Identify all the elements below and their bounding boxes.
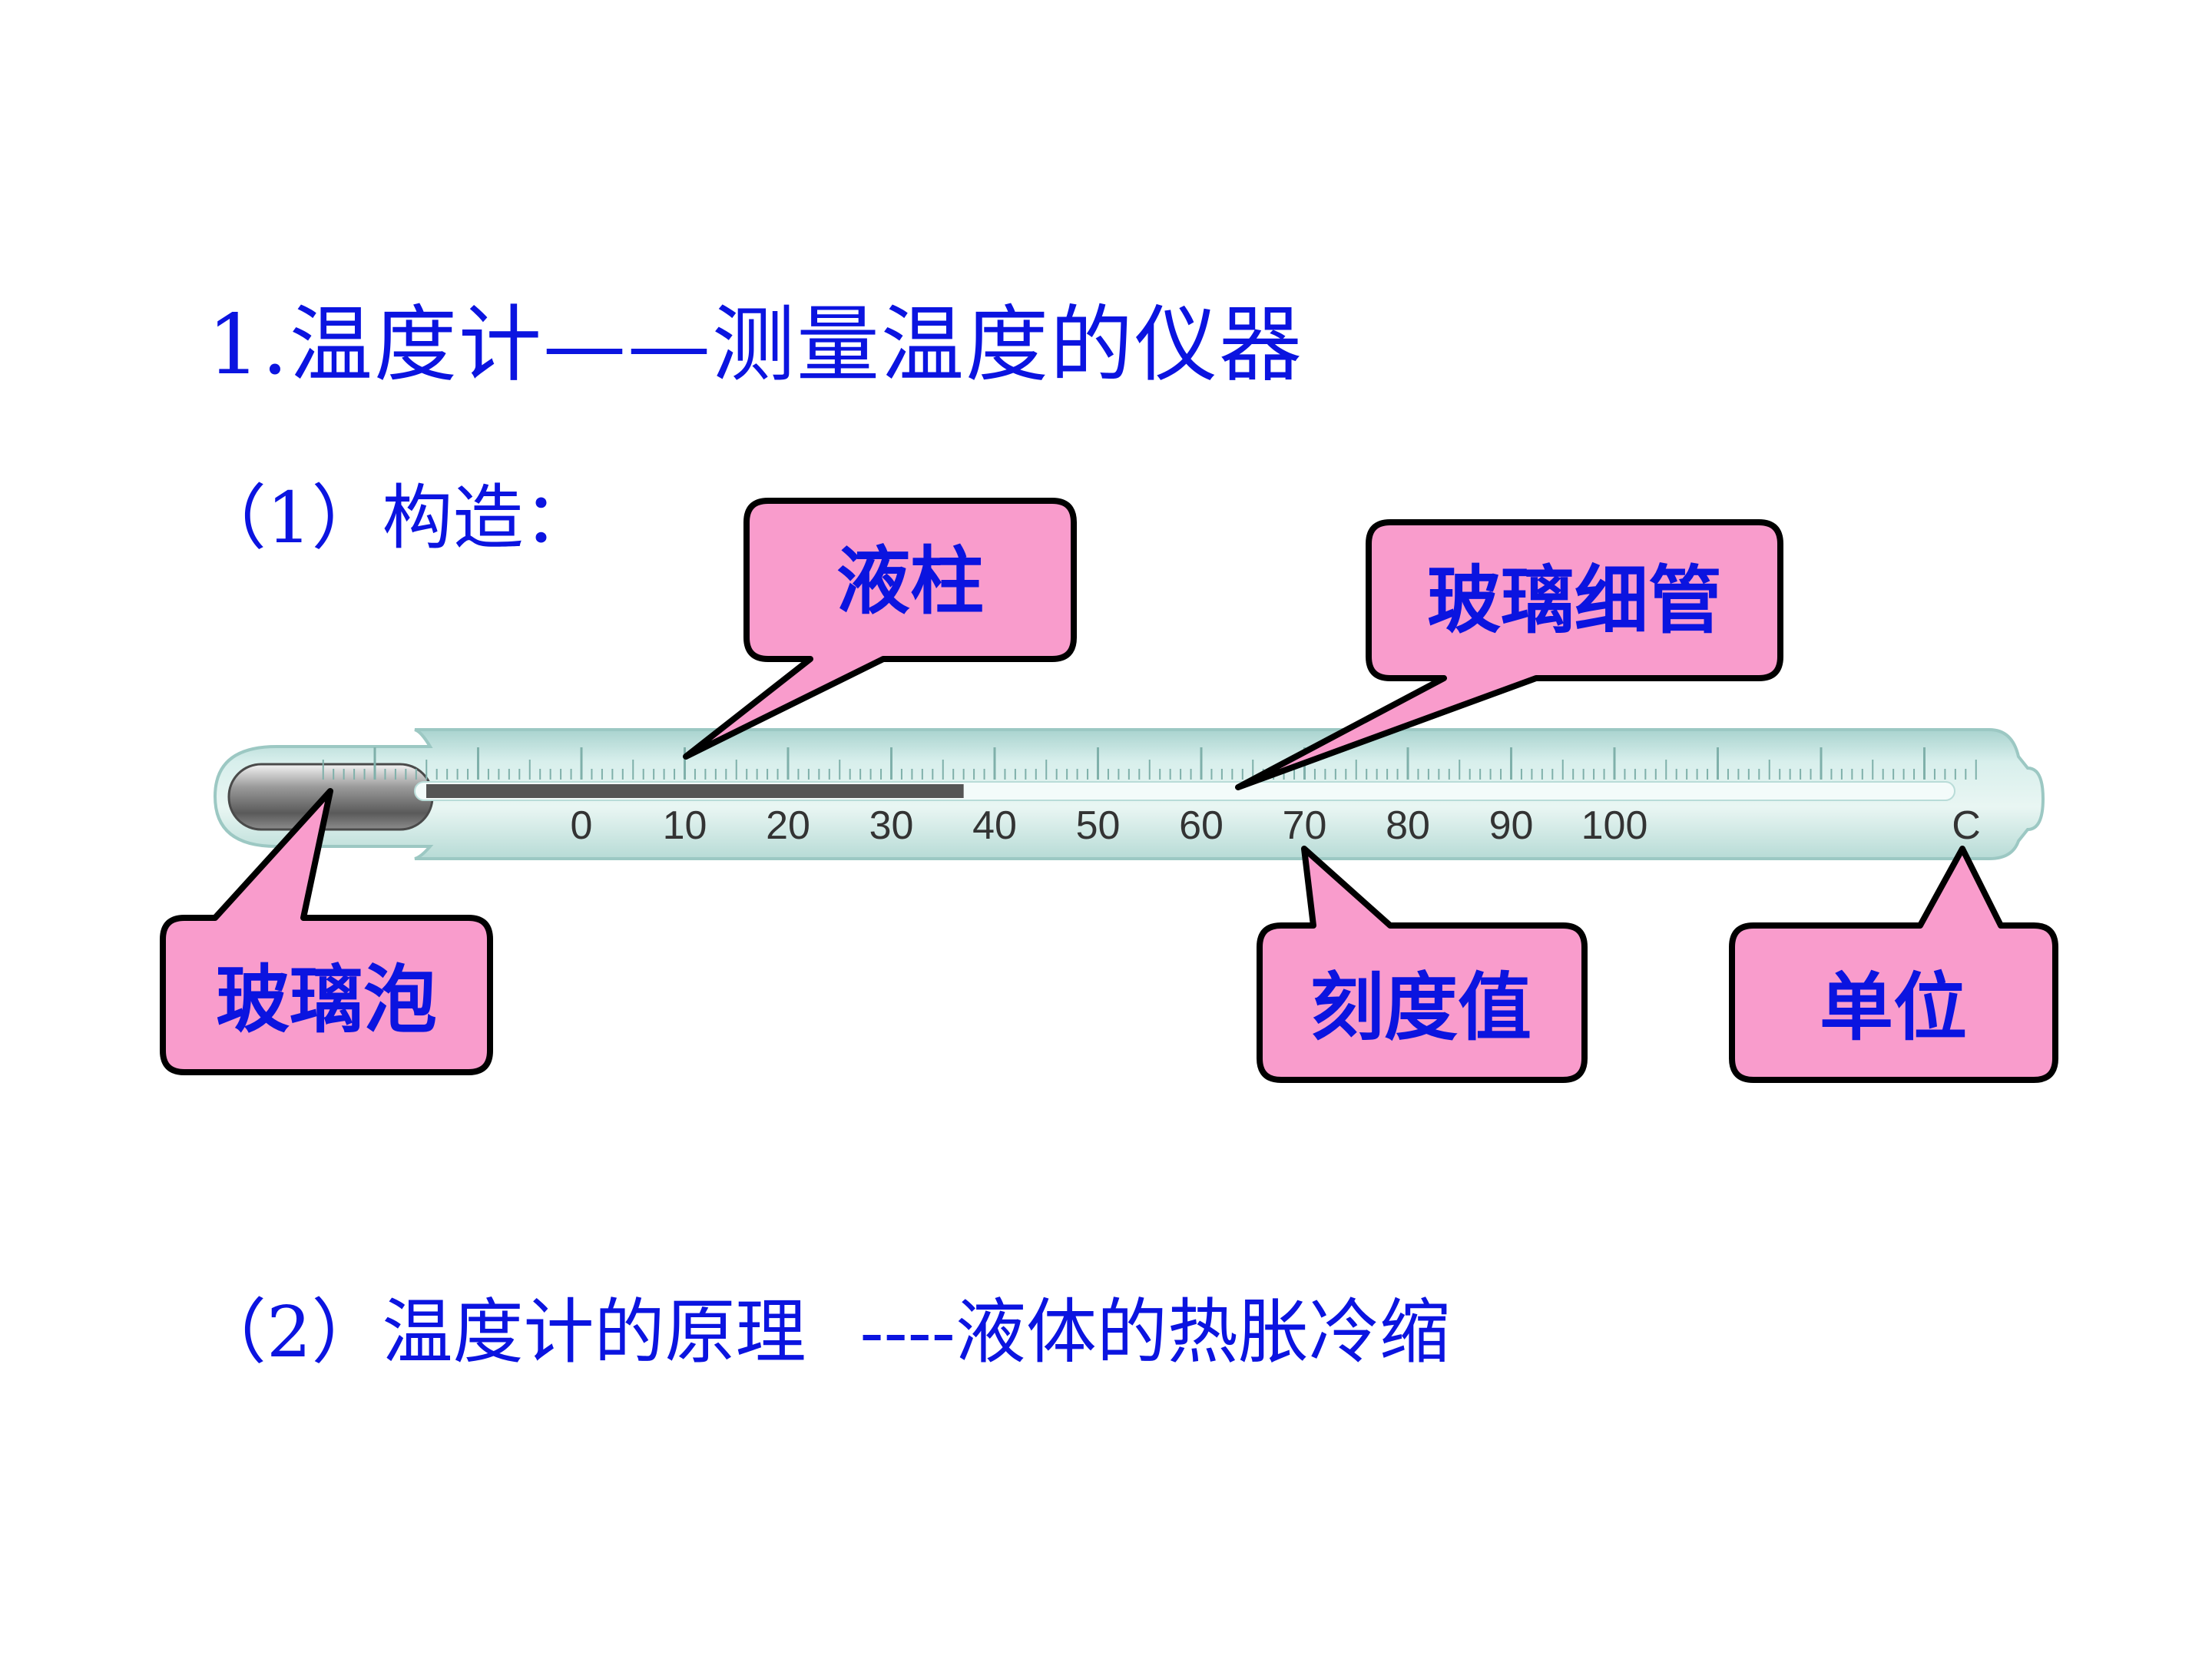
callout-scale-value-bubble: [1257, 846, 1588, 1083]
callout-unit-label: 单位: [1820, 965, 1967, 1051]
callout-liquid-column-bubble: [683, 498, 1077, 760]
scale-label: 70: [1283, 803, 1327, 848]
callout-liquid-column-label: 液柱: [836, 538, 984, 624]
scale-label: 80: [1386, 803, 1430, 848]
page-title: 1.温度计——测量温度的仪器: [207, 297, 1304, 393]
callout-unit-bubble: [1729, 846, 2058, 1083]
callout-glass-tube: 玻璃细管: [1235, 519, 1783, 790]
callout-liquid-column: 液柱: [683, 498, 1077, 760]
callout-unit: 单位: [1729, 846, 2058, 1083]
callout-glass-bulb: 玻璃泡: [160, 788, 493, 1075]
scale-ticks: [322, 747, 1977, 780]
scale-label: 100: [1581, 803, 1648, 848]
scale-label: 30: [869, 803, 914, 848]
scale-label: 40: [972, 803, 1017, 848]
scale-label: 10: [663, 803, 707, 848]
callout-glass-bulb-label: 玻璃泡: [216, 957, 437, 1043]
scale-label: 20: [766, 803, 810, 848]
structure-heading: （1）构造：: [196, 477, 594, 559]
callout-glass-tube-bubble: [1235, 519, 1783, 790]
callout-scale-value: 刻度值: [1257, 846, 1588, 1083]
callout-scale-value-label: 刻度值: [1310, 965, 1532, 1051]
thermometer: 0 10 20 30 40 50 60 70 80 90 100 C: [213, 728, 2045, 860]
scale-label: 0: [571, 803, 593, 848]
unit-label: C: [1952, 803, 1981, 848]
scale-label: 90: [1489, 803, 1534, 848]
scale-label: 50: [1076, 803, 1121, 848]
callout-glass-tube-label: 玻璃细管: [1427, 558, 1722, 644]
liquid-column: [426, 784, 964, 798]
principle-heading: （2）温度计的原理: [196, 1291, 806, 1373]
callout-glass-bulb-bubble: [160, 788, 493, 1075]
scale-label: 60: [1179, 803, 1224, 848]
scale-labels: 0 10 20 30 40 50 60 70 80 90 100: [571, 803, 1648, 848]
principle-line: （2）温度计的原理 ----液体的热胀冷缩: [196, 1283, 1450, 1382]
principle-text: ----液体的热胀冷缩: [859, 1291, 1450, 1373]
